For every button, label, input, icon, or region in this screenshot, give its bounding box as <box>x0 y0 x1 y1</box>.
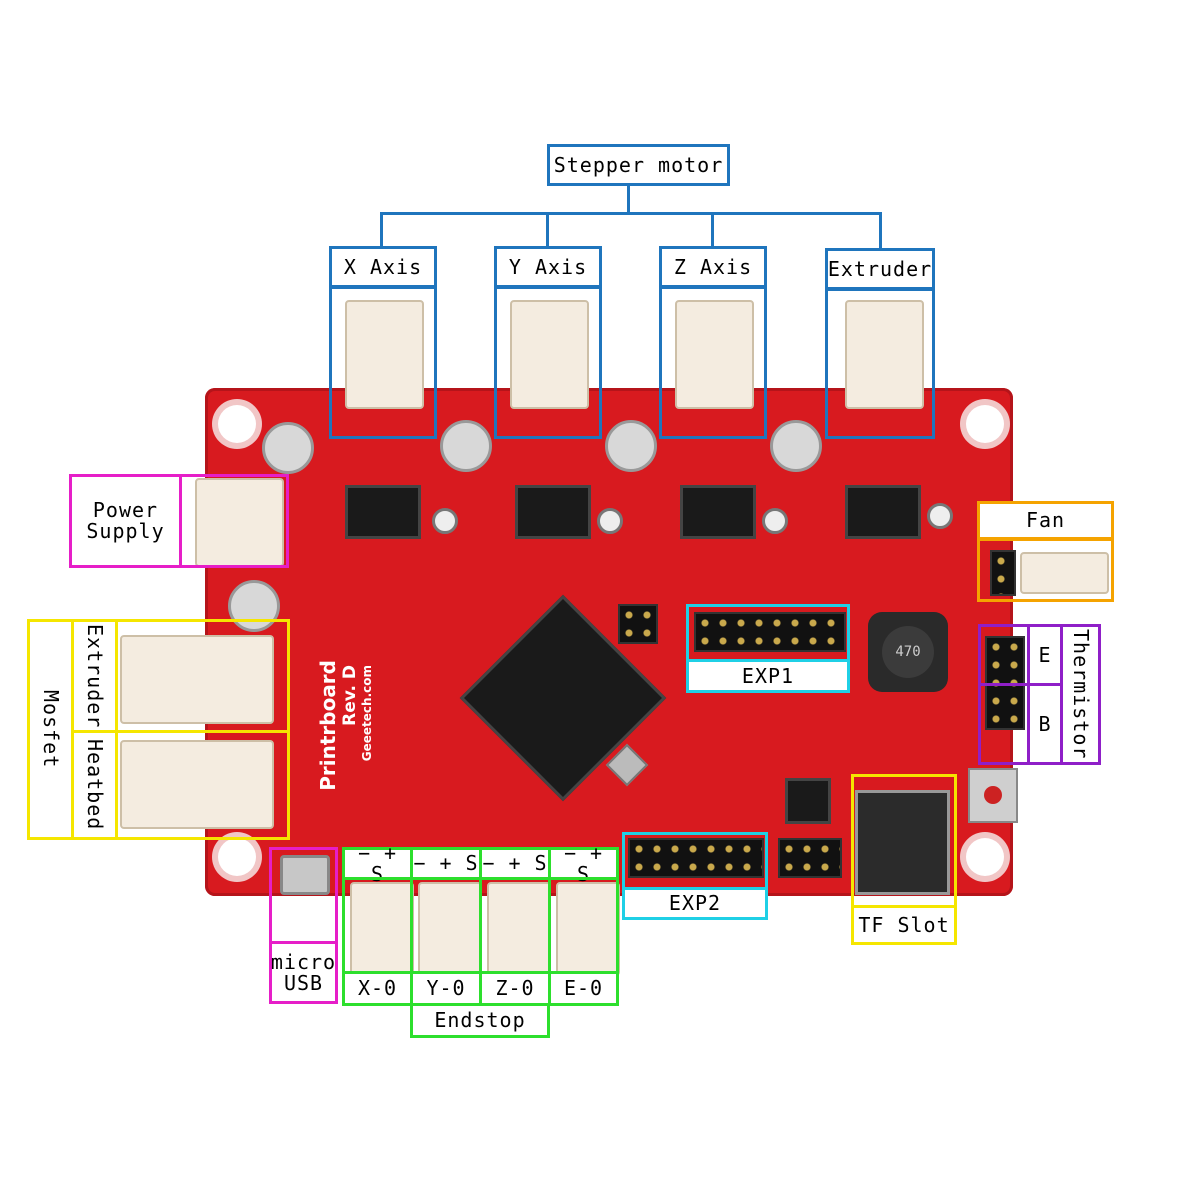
exp1-frame <box>686 604 850 662</box>
thermistor-b-frame <box>978 683 1030 765</box>
tf-slot-socket <box>855 790 950 895</box>
exp2-frame <box>622 832 768 890</box>
fan-label: Fan <box>977 501 1114 540</box>
inductor-label: 470 <box>882 626 934 678</box>
stepper-driver-chip <box>345 485 421 539</box>
capacitor <box>228 580 280 632</box>
icsp-header <box>778 838 842 878</box>
thermistor-group-text: Thermistor <box>1069 629 1093 760</box>
x-axis-frame <box>329 286 437 439</box>
endstop-z-frame <box>479 877 551 974</box>
extruder-frame <box>825 288 935 439</box>
mosfet-group-text: Mosfet <box>39 690 63 769</box>
stepper-motor-title: Stepper motor <box>547 144 730 186</box>
tf-slot-frame <box>851 774 957 908</box>
tree-line <box>546 212 549 248</box>
mosfet-extruder-label: Extruder <box>71 619 118 733</box>
tree-line <box>711 212 714 248</box>
thermistor-b-label: B <box>1027 683 1063 765</box>
mosfet-extruder-text: Extruder <box>83 623 107 729</box>
endstop-pins-y: − + S <box>410 847 482 880</box>
reset-button[interactable] <box>968 768 1018 823</box>
board-website: Geeetech.com <box>360 665 374 762</box>
exp2-label: EXP2 <box>622 887 768 920</box>
y-axis-frame <box>494 286 602 439</box>
capacitor <box>770 420 822 472</box>
mosfet-extruder-frame <box>115 619 290 733</box>
tf-slot-label: TF Slot <box>851 905 957 945</box>
fan-connector <box>1020 552 1109 594</box>
capacitor <box>262 422 314 474</box>
stepper-driver-chip <box>680 485 756 539</box>
mount-hole <box>218 838 256 876</box>
board-name: Printrboard <box>316 660 340 791</box>
mount-hole <box>218 405 256 443</box>
tree-line <box>380 212 882 215</box>
stepper-driver-chip <box>845 485 921 539</box>
capacitor <box>440 420 492 472</box>
endstop-y-label: Y-0 <box>410 971 482 1006</box>
stepper-driver-chip <box>515 485 591 539</box>
trim-pot <box>762 508 788 534</box>
tree-line <box>879 212 882 248</box>
thermistor-e-frame <box>978 624 1030 686</box>
endstop-z-label: Z-0 <box>479 971 551 1006</box>
tree-line <box>380 212 383 248</box>
endstop-x-label: X-0 <box>342 971 413 1006</box>
mosfet-group-label: Mosfet <box>27 619 74 840</box>
fan-header <box>990 550 1016 596</box>
reset-button-cap[interactable] <box>984 786 1002 804</box>
x-axis-connector <box>345 300 424 409</box>
boot-jumper <box>618 604 658 644</box>
exp1-header <box>694 612 846 652</box>
endstop-x-frame <box>342 877 413 974</box>
trim-pot <box>597 508 623 534</box>
mount-hole <box>966 838 1004 876</box>
endstop-group-label: Endstop <box>410 1003 550 1038</box>
endstop-pins-x: − + S <box>342 842 413 884</box>
fan-frame <box>977 538 1114 602</box>
power-connector <box>195 478 284 567</box>
extruder-label: Extruder <box>825 248 935 290</box>
power-supply-frame <box>179 474 289 568</box>
board-revision: Rev. D <box>340 665 360 726</box>
micro-usb-frame <box>269 847 338 944</box>
micro-usb-label: micro USB <box>269 941 338 1004</box>
z-axis-frame <box>659 286 767 439</box>
power-supply-label: Power Supply <box>69 474 182 568</box>
endstop-e-frame <box>548 877 619 974</box>
mosfet-heatbed-text: Heatbed <box>83 739 107 831</box>
exp1-label: EXP1 <box>686 659 850 693</box>
mosfet-heatbed-label: Heatbed <box>71 730 118 840</box>
endstop-y-frame <box>410 877 482 974</box>
mosfet-heatbed-frame <box>115 730 290 840</box>
endstop-connector <box>350 882 414 976</box>
z-axis-label: Z Axis <box>659 246 767 288</box>
mosfet-heatbed-connector <box>120 740 274 829</box>
usb-socket <box>280 855 330 895</box>
thermistor-group-label: Thermistor <box>1060 624 1101 765</box>
endstop-pins-e: − + S <box>548 842 619 884</box>
inductor: 470 <box>868 612 948 692</box>
mount-hole <box>966 405 1004 443</box>
endstop-connector <box>556 882 620 976</box>
x-axis-label: X Axis <box>329 246 437 288</box>
extruder-connector <box>845 300 924 409</box>
z-axis-connector <box>675 300 754 409</box>
endstop-e-label: E-0 <box>548 971 619 1006</box>
y-axis-label: Y Axis <box>494 246 602 288</box>
capacitor <box>605 420 657 472</box>
thermistor-e-label: E <box>1027 624 1063 686</box>
exp2-header <box>628 838 764 878</box>
y-axis-connector <box>510 300 589 409</box>
tree-line <box>627 186 630 213</box>
mosfet-extruder-connector <box>120 635 274 724</box>
trim-pot <box>432 508 458 534</box>
trim-pot <box>927 503 953 529</box>
small-chip <box>785 778 831 824</box>
endstop-pins-z: − + S <box>479 847 551 880</box>
